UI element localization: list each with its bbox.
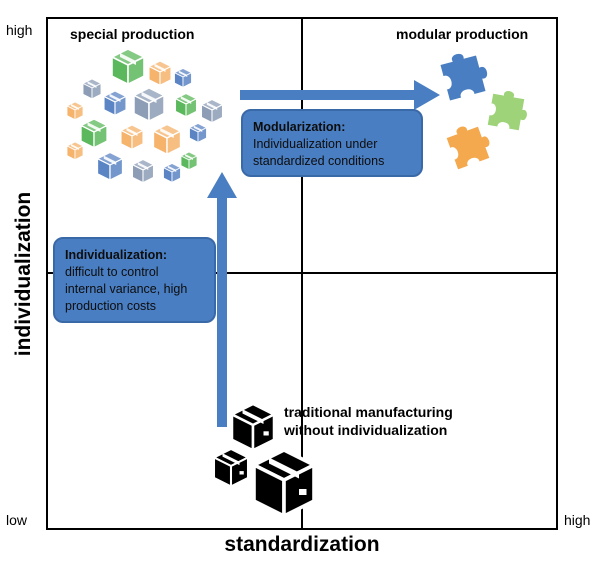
x-axis-title: standardization: [224, 533, 380, 556]
modularization-line: standardized conditions: [253, 154, 385, 168]
x-axis-high-label: high: [564, 512, 591, 528]
individualization-callout: Individualization: difficult to control …: [53, 237, 216, 323]
modularization-line: Individualization under: [253, 137, 378, 151]
y-axis-high-label: high: [6, 22, 33, 38]
individualization-line: internal variance, high: [65, 282, 188, 296]
modularization-callout: Modularization: Individualization under …: [241, 109, 423, 177]
traditional-manufacturing-label: traditional manufacturing without indivi…: [284, 403, 453, 439]
modular-production-title: modular production: [396, 26, 529, 42]
special-production-title: special production: [70, 26, 195, 42]
y-axis-low-label: low: [6, 512, 28, 528]
puzzle-pieces-icon: [437, 46, 532, 171]
traditional-line: without individualization: [284, 422, 448, 438]
modularization-heading: Modularization:: [253, 120, 346, 134]
individualization-line: production costs: [65, 299, 157, 313]
individualization-heading: Individualization:: [65, 248, 168, 262]
arrow-up-icon: [207, 172, 237, 427]
traditional-line: traditional manufacturing: [284, 404, 453, 420]
y-axis-title: individualization: [12, 191, 35, 357]
individualization-line: difficult to control: [65, 265, 159, 279]
cube-cluster-icon: [66, 48, 224, 184]
arrow-right-icon: [240, 80, 440, 110]
